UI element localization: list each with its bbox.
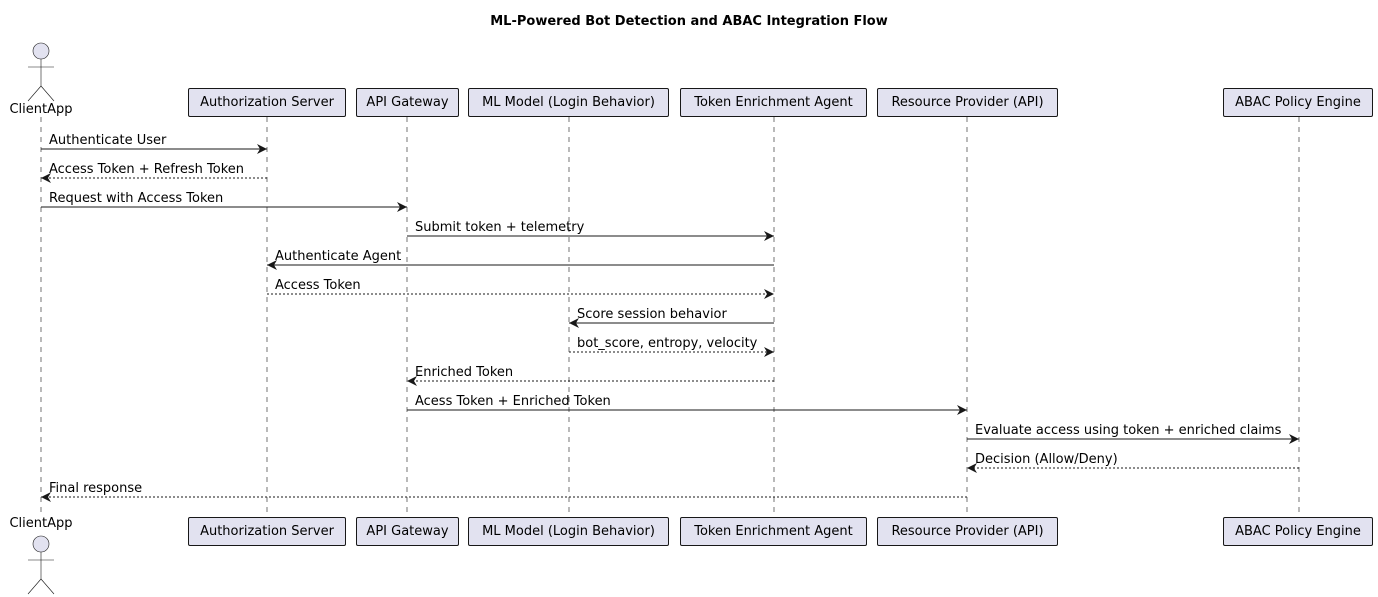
participant-box-ml-top: ML Model (Login Behavior) <box>468 88 669 117</box>
participant-label-client-bottom: ClientApp <box>9 516 73 531</box>
message-label-2: Access Token + Refresh Token <box>49 162 244 177</box>
participant-box-agent-top: Token Enrichment Agent <box>680 88 867 117</box>
message-label-5: Authenticate Agent <box>275 249 402 264</box>
participant-box-resource-top: Resource Provider (API) <box>877 88 1058 117</box>
actor-right-leg <box>40 85 55 102</box>
message-label-11: Evaluate access using token + enriched c… <box>975 423 1282 438</box>
message-label-12: Decision (Allow/Deny) <box>975 452 1118 467</box>
message-label-8: bot_score, entropy, velocity <box>577 336 758 351</box>
participant-box-gateway-bottom: API Gateway <box>356 517 459 546</box>
participant-box-gateway-top: API Gateway <box>356 88 459 117</box>
actor-left-leg <box>27 578 42 595</box>
actor-right-leg <box>40 578 55 595</box>
actor-figure-top <box>27 42 55 102</box>
participant-box-auth-bottom: Authorization Server <box>188 517 346 546</box>
message-label-6: Access Token <box>275 278 361 293</box>
message-label-4: Submit token + telemetry <box>415 220 585 235</box>
message-label-9: Enriched Token <box>415 365 514 380</box>
participant-box-auth-top: Authorization Server <box>188 88 346 117</box>
message-label-1: Authenticate User <box>49 133 167 148</box>
message-label-7: Score session behavior <box>577 307 727 322</box>
message-label-13: Final response <box>49 481 143 496</box>
message-label-10: Acess Token + Enriched Token <box>415 394 611 409</box>
participant-box-ml-bottom: ML Model (Login Behavior) <box>468 517 669 546</box>
participant-box-agent-bottom: Token Enrichment Agent <box>680 517 867 546</box>
actor-head <box>32 42 50 60</box>
diagram-title: ML-Powered Bot Detection and ABAC Integr… <box>490 14 888 29</box>
participant-label-client-top: ClientApp <box>9 102 73 117</box>
actor-left-leg <box>27 85 42 102</box>
message-label-3: Request with Access Token <box>49 191 224 206</box>
actor-figure-bottom <box>27 535 55 595</box>
participant-box-resource-bottom: Resource Provider (API) <box>877 517 1058 546</box>
participant-box-abac-bottom: ABAC Policy Engine <box>1223 517 1373 546</box>
actor-head <box>32 535 50 553</box>
participant-box-abac-top: ABAC Policy Engine <box>1223 88 1373 117</box>
